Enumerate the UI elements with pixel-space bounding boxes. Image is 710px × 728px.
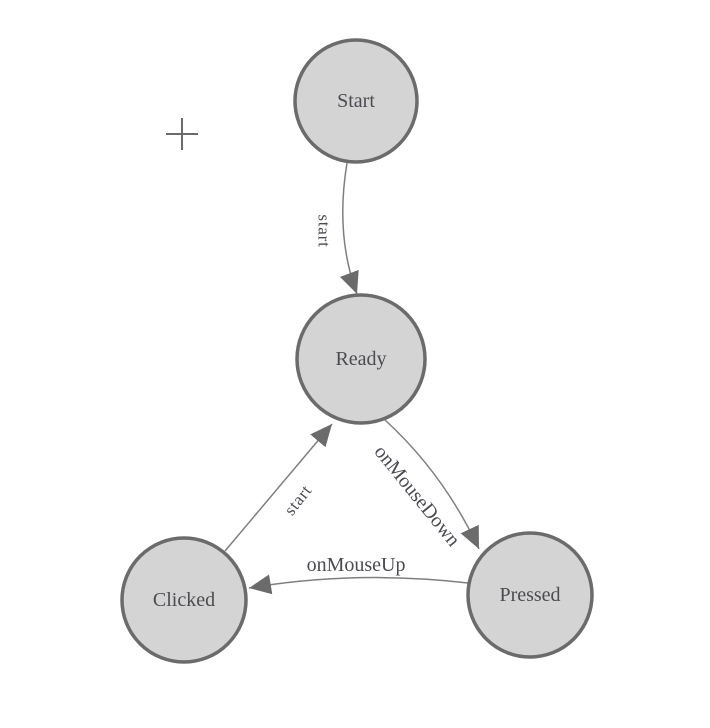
edge-path xyxy=(384,419,480,550)
node-circle xyxy=(295,293,427,425)
node-clicked[interactable]: Clicked xyxy=(120,536,248,664)
edge-ready-to-pressed[interactable]: onMouseDown xyxy=(370,419,480,551)
edge-start-to-ready[interactable]: start xyxy=(315,162,359,295)
node-label: Pressed xyxy=(499,584,560,606)
edge-path xyxy=(248,574,469,595)
node-circle xyxy=(466,531,594,659)
edge-label: onMouseUp xyxy=(307,554,406,576)
node-label: Ready xyxy=(335,348,386,370)
edge-label: start xyxy=(315,214,334,247)
edge-label: start xyxy=(280,481,315,519)
node-label: Clicked xyxy=(153,589,215,611)
node-circle xyxy=(120,536,248,664)
edge-path xyxy=(224,423,333,552)
edge-clicked-to-ready[interactable]: start xyxy=(224,423,333,552)
node-circle xyxy=(293,38,419,164)
node-label: Start xyxy=(337,90,375,112)
node-ready[interactable]: Ready xyxy=(295,293,427,425)
node-pressed[interactable]: Pressed xyxy=(466,531,594,659)
crosshair-icon xyxy=(166,118,198,150)
node-start[interactable]: Start xyxy=(293,38,419,164)
edge-pressed-to-clicked[interactable]: onMouseUp xyxy=(248,554,469,595)
edge-path xyxy=(339,162,359,295)
